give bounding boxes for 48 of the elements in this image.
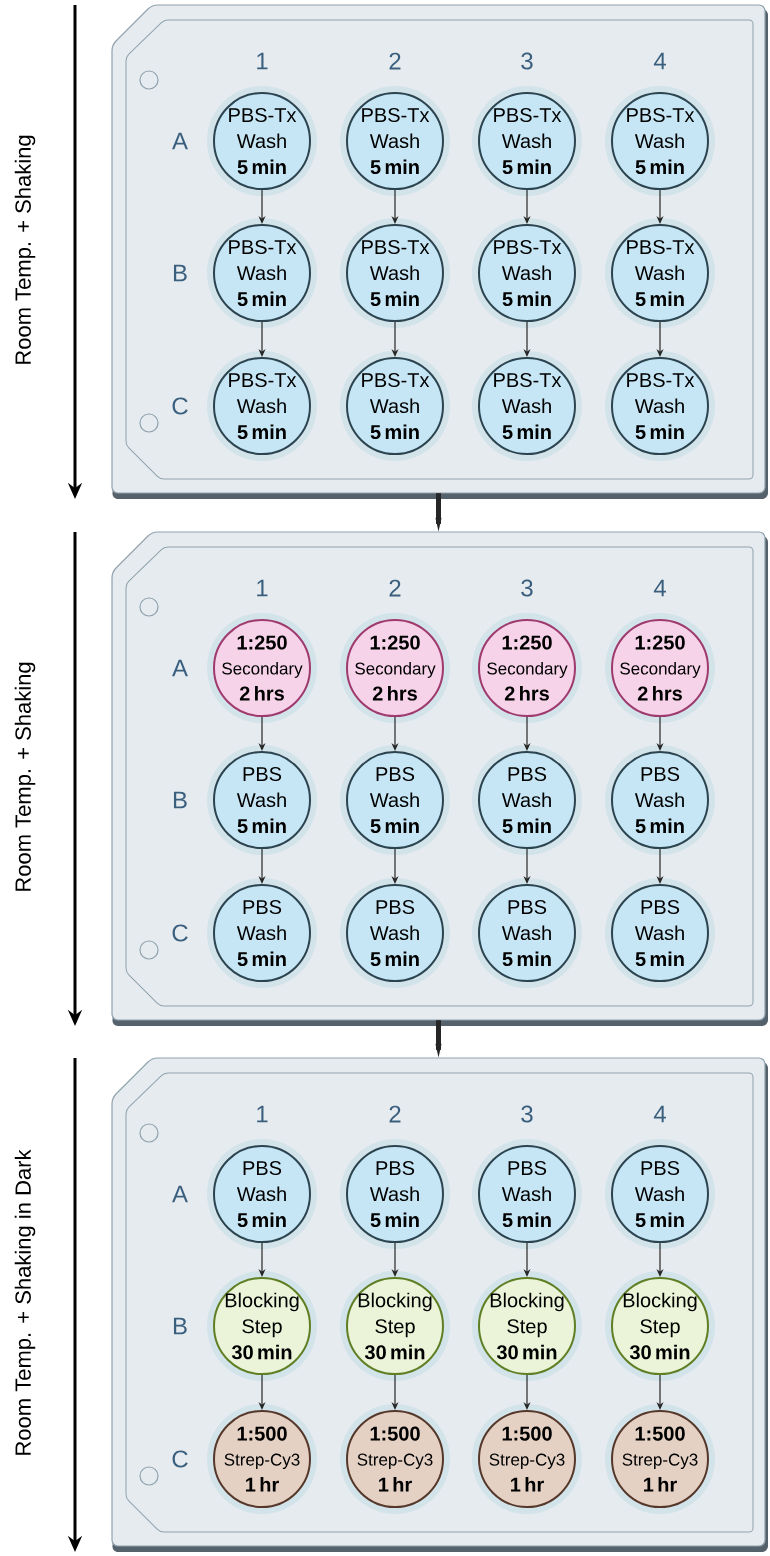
well: PBS Wash 5 min bbox=[605, 878, 715, 988]
row-letter: A bbox=[172, 132, 188, 150]
well: PBS Wash 5 min bbox=[207, 1139, 317, 1249]
well: PBS Wash 5 min bbox=[605, 745, 715, 855]
well: 1:250 Secondary 2 hrs bbox=[605, 613, 715, 723]
well: PBS Wash 5 min bbox=[472, 745, 582, 855]
well: Blocking Step 30 min bbox=[605, 1271, 715, 1381]
well: Blocking Step 30 min bbox=[207, 1271, 317, 1381]
well: PBS-Tx Wash 5 min bbox=[340, 86, 450, 196]
well: PBS-Tx Wash 5 min bbox=[605, 351, 715, 461]
well: PBS-Tx Wash 5 min bbox=[472, 351, 582, 461]
well: 1:500 Strep-Cy3 1 hr bbox=[605, 1404, 715, 1514]
well: 1:250 Secondary 2 hrs bbox=[340, 613, 450, 723]
row-letter: C bbox=[172, 924, 188, 942]
well: PBS-Tx Wash 5 min bbox=[340, 351, 450, 461]
well: PBS Wash 5 min bbox=[472, 878, 582, 988]
well: Blocking Step 30 min bbox=[340, 1271, 450, 1381]
well: PBS-Tx Wash 5 min bbox=[207, 218, 317, 328]
well: PBS Wash 5 min bbox=[605, 1139, 715, 1249]
row-letter: A bbox=[172, 1185, 188, 1203]
well: PBS Wash 5 min bbox=[340, 745, 450, 855]
well: PBS Wash 5 min bbox=[472, 1139, 582, 1249]
row-letter: B bbox=[173, 1317, 187, 1335]
side-label: Room Temp. + Shaking bbox=[14, 135, 36, 364]
well: PBS Wash 5 min bbox=[207, 745, 317, 855]
well: PBS-Tx Wash 5 min bbox=[207, 86, 317, 196]
row-letter: B bbox=[173, 264, 187, 282]
well: PBS-Tx Wash 5 min bbox=[340, 218, 450, 328]
well: 1:250 Secondary 2 hrs bbox=[207, 613, 317, 723]
well: 1:500 Strep-Cy3 1 hr bbox=[472, 1404, 582, 1514]
well: PBS Wash 5 min bbox=[340, 1139, 450, 1249]
well: PBS-Tx Wash 5 min bbox=[472, 218, 582, 328]
well: 1:500 Strep-Cy3 1 hr bbox=[340, 1404, 450, 1514]
well: 1:250 Secondary 2 hrs bbox=[472, 613, 582, 723]
side-label: Room Temp. + Shaking bbox=[14, 662, 36, 891]
well: PBS Wash 5 min bbox=[207, 878, 317, 988]
well: PBS-Tx Wash 5 min bbox=[605, 218, 715, 328]
well: PBS-Tx Wash 5 min bbox=[207, 351, 317, 461]
well: Blocking Step 30 min bbox=[472, 1271, 582, 1381]
row-letter: B bbox=[173, 791, 187, 809]
row-letter: C bbox=[172, 397, 188, 415]
row-letter: C bbox=[172, 1450, 188, 1468]
row-letter: A bbox=[172, 659, 188, 677]
side-label: Room Temp. + Shaking in Dark bbox=[14, 1149, 36, 1455]
well: PBS Wash 5 min bbox=[340, 878, 450, 988]
well: 1:500 Strep-Cy3 1 hr bbox=[207, 1404, 317, 1514]
well: PBS-Tx Wash 5 min bbox=[605, 86, 715, 196]
well: PBS-Tx Wash 5 min bbox=[472, 86, 582, 196]
